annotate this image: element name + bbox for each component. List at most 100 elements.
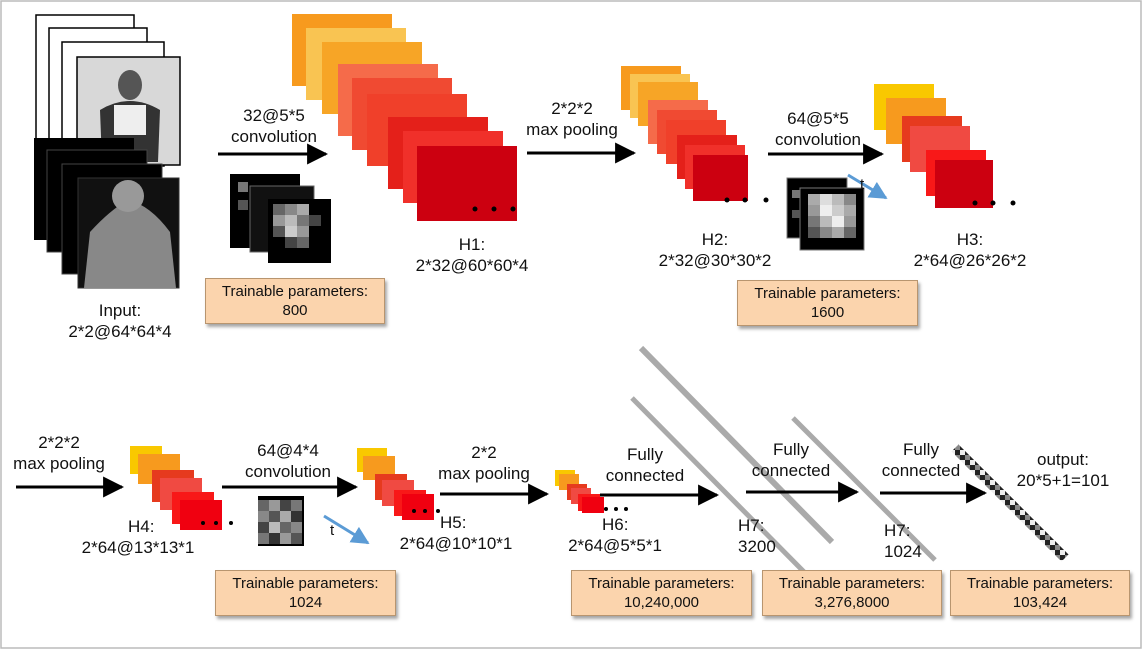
h7-1024-bar xyxy=(791,416,937,562)
op-conv2-param: 64@5*5 xyxy=(787,109,849,128)
op-conv2-label: 64@5*5 convolution xyxy=(758,108,878,150)
h2-label: H2: 2*32@30*30*2 xyxy=(635,229,795,271)
op-conv1-type: convolution xyxy=(230,127,317,146)
temporal-arrows xyxy=(323,173,888,545)
h3-ellipsis xyxy=(972,200,1016,206)
input-dims: 2*2@64*64*4 xyxy=(68,322,172,341)
h7a-label: H7: 3200 xyxy=(738,515,798,557)
h2-dims: 2*32@30*30*2 xyxy=(658,251,772,270)
output-dims: 20*5+1=101 xyxy=(1016,471,1110,490)
h7-3200-bar-2 xyxy=(630,396,814,582)
h4-feature-maps xyxy=(130,446,222,530)
output-label: output: 20*5+1=101 xyxy=(998,449,1128,491)
temporal-arrow-2 xyxy=(323,514,370,545)
h3-feature-maps xyxy=(874,84,993,208)
param-box-conv1: Trainable parameters: 800 xyxy=(205,278,385,324)
op-pool1-label: 2*2*2 max pooling xyxy=(512,98,632,140)
op-conv2-type: convolution xyxy=(774,130,861,149)
output-bar xyxy=(951,444,1069,562)
h5-label: H5: 2*64@10*10*1 xyxy=(376,512,536,554)
h7a-dims: 3200 xyxy=(738,537,776,556)
depth-silhouette xyxy=(84,200,176,288)
h7b-label: H7: 1024 xyxy=(884,520,944,562)
op-pool2-param: 2*2*2 xyxy=(38,433,80,452)
input-label: Input: 2*2@64*64*4 xyxy=(40,300,200,342)
h4-ellipsis xyxy=(201,521,233,525)
param-box-fc1: Trainable parameters: 10,240,000 xyxy=(571,570,752,616)
param-box-conv3: Trainable parameters: 1024 xyxy=(215,570,396,616)
h6-label: H6: 2*64@5*5*1 xyxy=(540,514,690,556)
kernel-4x4 xyxy=(258,496,304,546)
param-value: 103,424 xyxy=(1012,594,1068,611)
op-fc3-line1: Fully xyxy=(903,440,939,459)
fc-bars xyxy=(630,345,1069,582)
h3-map xyxy=(935,160,993,208)
param-value: 1024 xyxy=(288,594,323,611)
op-pool3-label: 2*2 max pooling xyxy=(424,442,544,484)
h2-title: H2: xyxy=(701,230,729,249)
op-fc2-label: Fully connected xyxy=(736,439,846,481)
h5-title: H5: xyxy=(440,513,467,532)
h1-title: H1: xyxy=(458,235,486,254)
h4-dims: 2*64@13*13*1 xyxy=(81,538,195,557)
h6-feature-maps xyxy=(555,470,604,513)
input-title: Input: xyxy=(98,301,142,320)
h4-title: H4: xyxy=(128,517,155,536)
param-label: Trainable parameters: xyxy=(966,575,1114,592)
op-fc2-line2: connected xyxy=(751,461,831,480)
h6-title: H6: xyxy=(602,515,629,534)
param-value: 10,240,000 xyxy=(623,594,700,611)
param-label: Trainable parameters: xyxy=(588,575,735,592)
temporal-arrow-1 xyxy=(847,173,888,200)
h5-dims: 2*64@10*10*1 xyxy=(399,534,513,553)
h6-dims: 2*64@5*5*1 xyxy=(568,536,662,555)
param-value: 3,276,8000 xyxy=(814,594,890,611)
h4-map xyxy=(180,500,222,530)
param-label: Trainable parameters: xyxy=(754,285,901,302)
h3-label: H3: 2*64@26*26*2 xyxy=(890,229,1050,271)
input-frames xyxy=(34,14,181,289)
op-conv1-param: 32@5*5 xyxy=(243,106,305,125)
param-value: 800 xyxy=(282,302,308,319)
param-label: Trainable parameters: xyxy=(232,575,379,592)
operation-arrows xyxy=(16,142,988,506)
h6-ellipsis xyxy=(604,507,628,511)
h1-ellipsis xyxy=(472,206,516,212)
op-pool3-param: 2*2 xyxy=(471,443,497,462)
op-pool2-type: max pooling xyxy=(13,454,105,473)
h7a-title: H7: xyxy=(738,516,765,535)
param-box-fc2: Trainable parameters: 3,276,8000 xyxy=(762,570,942,616)
op-fc1-line2: connected xyxy=(605,466,685,485)
op-pool3-type: max pooling xyxy=(438,464,530,483)
op-conv1-label: 32@5*5 convolution xyxy=(214,105,334,147)
h5-feature-maps xyxy=(357,448,434,520)
op-fc3-line2: connected xyxy=(881,461,961,480)
op-fc3-label: Fully connected xyxy=(866,439,976,481)
op-pool1-param: 2*2*2 xyxy=(551,99,593,118)
param-value: 1600 xyxy=(810,304,845,321)
person-head xyxy=(118,70,142,100)
person-shirt xyxy=(114,105,146,135)
h1-label: H1: 2*32@60*60*4 xyxy=(392,234,552,276)
kernel-5x5-2 xyxy=(786,177,865,251)
output-title: output: xyxy=(1037,450,1089,469)
param-box-conv2: Trainable parameters: 1600 xyxy=(737,280,918,326)
op-fc1-label: Fully connected xyxy=(590,444,700,486)
h5-ellipsis xyxy=(412,509,440,513)
h1-feature-maps xyxy=(292,14,517,221)
h3-dims: 2*64@26*26*2 xyxy=(913,251,1027,270)
op-conv3-label: 64@4*4 convolution xyxy=(228,440,348,482)
param-label: Trainable parameters: xyxy=(221,283,369,300)
time-label-1: t xyxy=(860,176,865,193)
time-label-2: t xyxy=(330,522,335,539)
h1-dims: 2*32@60*60*4 xyxy=(415,256,529,275)
h7-3200-bar xyxy=(638,345,835,545)
param-box-fc3: Trainable parameters: 103,424 xyxy=(950,570,1130,616)
op-pool1-type: max pooling xyxy=(526,120,618,139)
kernel-5x5-1 xyxy=(230,174,331,263)
op-fc2-line1: Fully xyxy=(773,440,809,459)
h4-label: H4: 2*64@13*13*1 xyxy=(58,516,218,558)
h6-map xyxy=(582,497,604,513)
